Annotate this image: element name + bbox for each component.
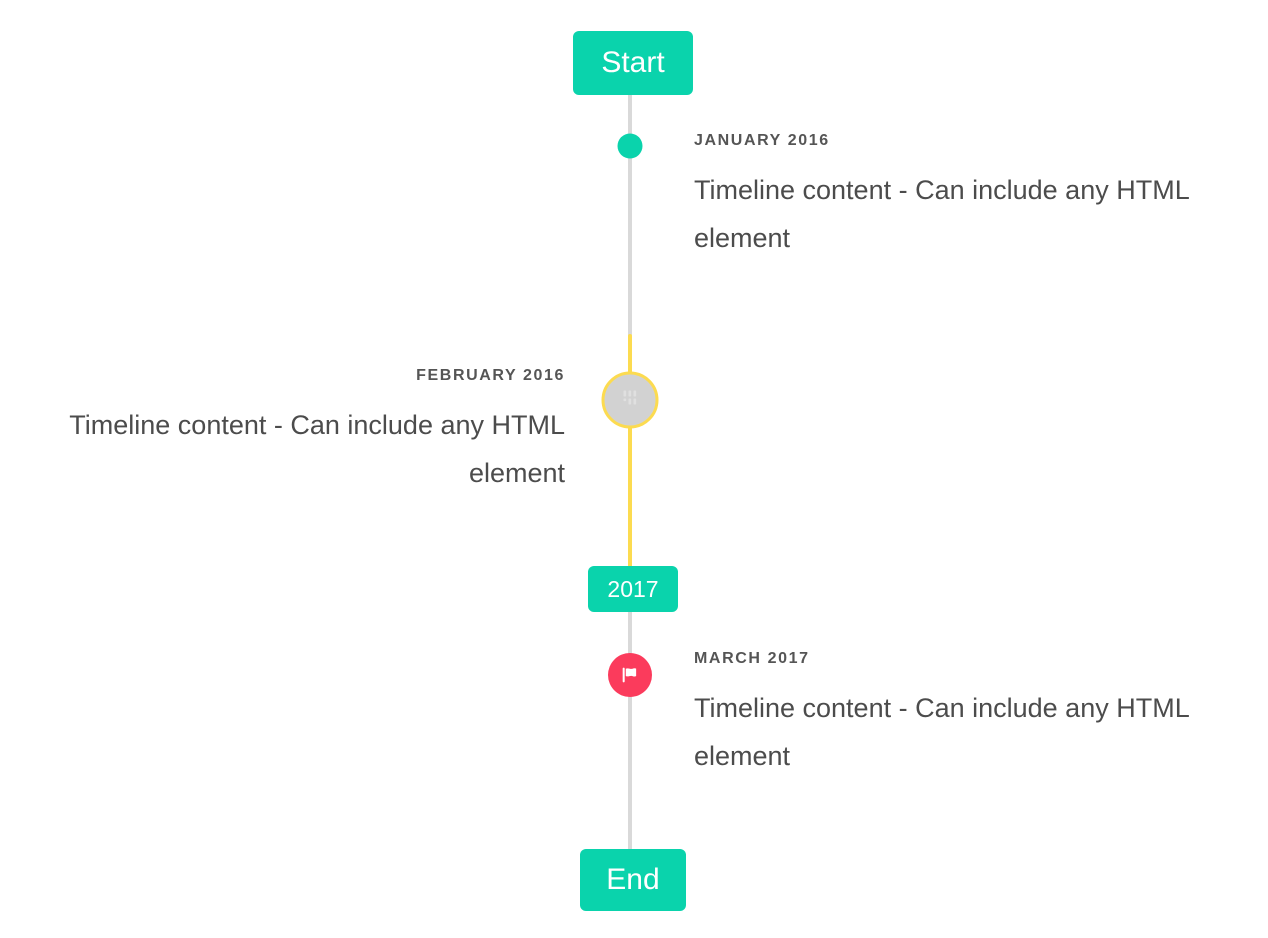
broken-image-marker[interactable] xyxy=(601,371,659,429)
flag-icon xyxy=(619,664,641,686)
timeline-axis-segment-bottom xyxy=(628,610,632,852)
timeline-entry-date: FEBRUARY 2016 xyxy=(416,367,565,384)
timeline-entry-body: Timeline content - Can include any HTML … xyxy=(69,410,565,489)
timeline-entry-february: FEBRUARY 2016 Timeline content - Can inc… xyxy=(40,366,565,497)
timeline-axis-segment-top xyxy=(628,92,632,338)
timeline-entry-date: JANUARY 2016 xyxy=(694,132,830,149)
timeline-entry-march: MARCH 2017 Timeline content - Can includ… xyxy=(694,649,1224,780)
timeline-entry-body: Timeline content - Can include any HTML … xyxy=(694,175,1189,254)
broken-image-icon xyxy=(619,387,641,414)
timeline-entry-date: MARCH 2017 xyxy=(694,650,810,667)
dot-marker[interactable] xyxy=(617,133,643,159)
timeline-entry-body: Timeline content - Can include any HTML … xyxy=(694,693,1189,772)
timeline-entry-january: JANUARY 2016 Timeline content - Can incl… xyxy=(694,131,1224,262)
timeline-start-badge[interactable]: Start xyxy=(573,31,693,95)
timeline-axis-segment-highlighted xyxy=(628,334,632,570)
timeline-year-divider-badge[interactable]: 2017 xyxy=(588,566,678,612)
timeline-end-badge[interactable]: End xyxy=(580,849,686,911)
flag-marker[interactable] xyxy=(608,653,652,697)
